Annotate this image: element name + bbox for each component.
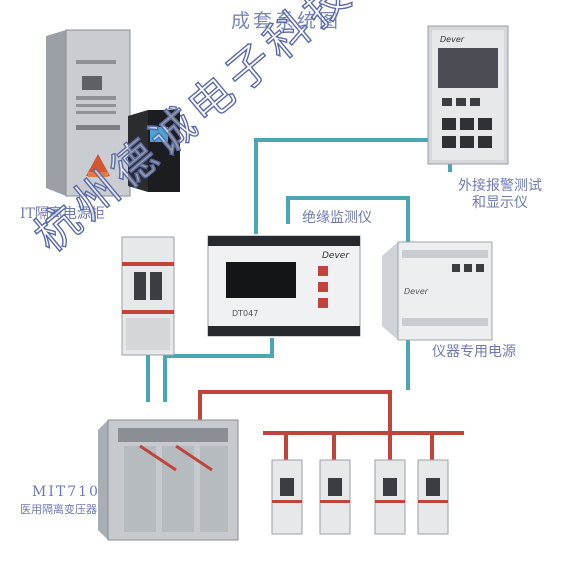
monitor-brand: Dever: [322, 251, 350, 261]
branch-breaker-2: [319, 459, 351, 535]
transformer-model-label: MIT710: [32, 484, 100, 500]
wire-monitor-to-psu: [286, 196, 410, 242]
monitor-label: 绝缘监测仪: [302, 210, 372, 226]
psu-brand: Dever: [404, 287, 429, 296]
alarm-label-line1: 外接报警测试: [458, 178, 542, 194]
wire-transformer-to-bus: [198, 390, 392, 432]
alarm-label: 外接报警测试 和显示仪: [430, 178, 570, 212]
warning-sign-icon: [86, 154, 110, 176]
alarm-label-line2: 和显示仪: [472, 195, 528, 211]
transformer-desc-label: 医用隔离变压器: [20, 503, 97, 516]
branch-breaker-1: [271, 459, 303, 535]
red-wires: [198, 390, 464, 462]
diagram-title: 成套系统图: [230, 10, 341, 32]
isolation-transformer: [98, 419, 239, 541]
wire-monitor-to-transformer: [163, 338, 274, 402]
branch-breakers: [271, 459, 449, 535]
alarm-display-panel: Dever: [427, 25, 509, 165]
monitor-model: DT047: [232, 309, 258, 318]
ups-unit: [128, 110, 180, 192]
main-breaker: [121, 236, 175, 356]
instrument-psu: Dever: [382, 241, 493, 341]
branch-breaker-4: [417, 459, 449, 535]
branch-breaker-3: [374, 459, 406, 535]
it-cabinet: [46, 29, 131, 197]
alarm-brand: Dever: [440, 35, 465, 44]
psu-label: 仪器专用电源: [432, 344, 516, 360]
insulation-monitor: Dever DT047: [207, 235, 361, 337]
it-cabinet-label: IT隔离电源柜: [20, 206, 105, 222]
